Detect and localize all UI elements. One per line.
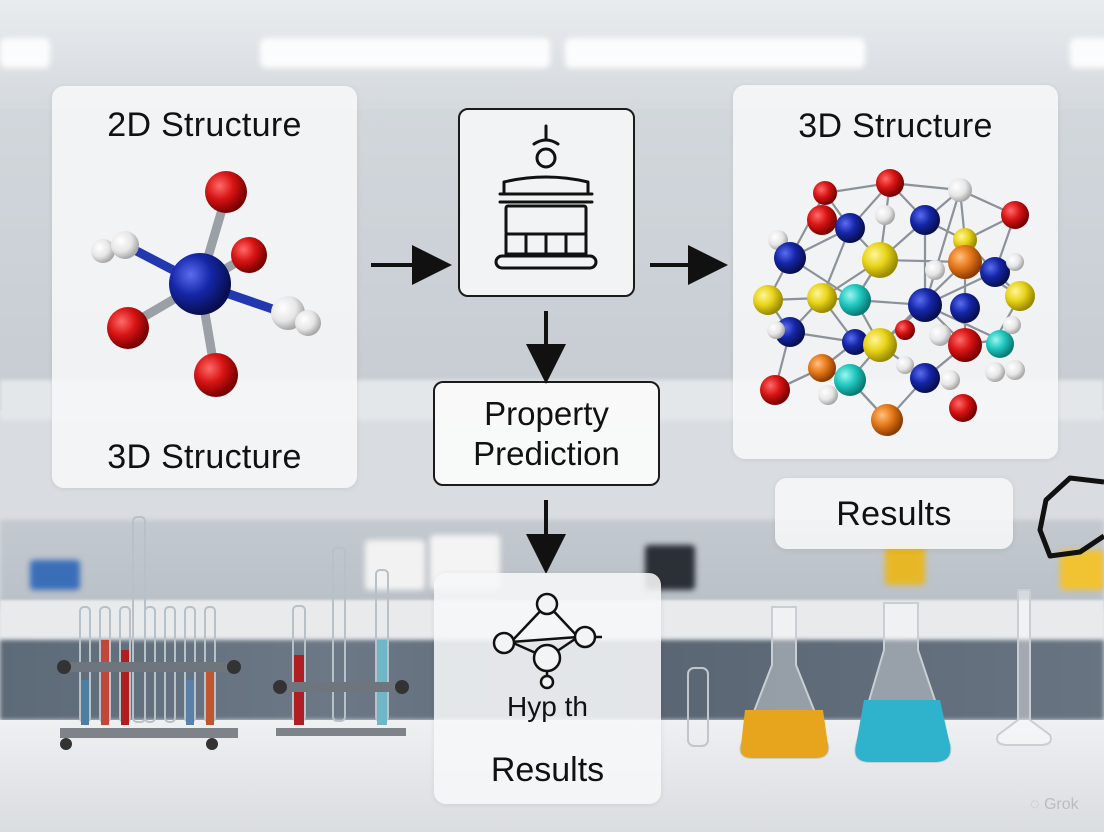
- property-prediction-line2: Prediction: [473, 434, 620, 472]
- panel-2d-caption: 3D Structure: [107, 438, 302, 476]
- grok-logo-icon: ◌: [1030, 796, 1044, 813]
- results-right-label: Results: [836, 495, 952, 533]
- panel-3d-title: 3D Structure: [798, 107, 993, 145]
- network-graph-icon: [492, 592, 602, 690]
- watermark-text: Grok: [1043, 796, 1079, 813]
- grok-watermark: ◌ Grok: [1030, 796, 1079, 814]
- results-bottom-label: Results: [490, 751, 605, 789]
- property-prediction-box: Property Prediction: [433, 381, 660, 486]
- results-bottom-box: Hyp th Results: [434, 573, 661, 804]
- model-box: [458, 108, 635, 297]
- robot-reactor-icon: [494, 124, 598, 270]
- results-bottom-partial-text: Hyp th: [507, 691, 588, 722]
- panel-2d-title: 2D Structure: [107, 106, 302, 144]
- property-prediction-line1: Property: [484, 394, 609, 432]
- results-right-box: Results: [775, 478, 1013, 549]
